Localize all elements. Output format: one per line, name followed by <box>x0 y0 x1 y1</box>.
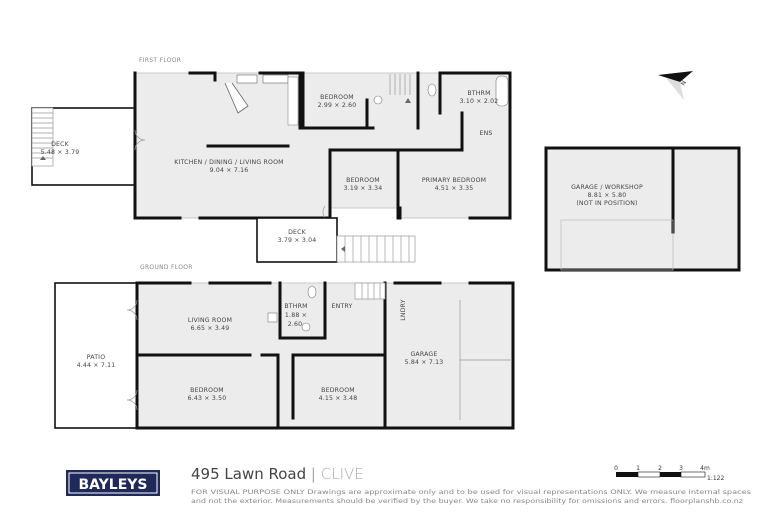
svg-text:0: 0 <box>614 465 618 472</box>
svg-text:2: 2 <box>658 465 662 472</box>
stairs-ground <box>354 282 386 300</box>
room-name: DECK <box>51 141 70 148</box>
door-double <box>126 299 138 411</box>
appliance-icon <box>267 312 278 323</box>
room-size: 2.60 <box>288 321 303 328</box>
address-title: 495 Lawn Road | CLIVE <box>191 465 364 483</box>
room-name: LIVING ROOM <box>188 317 232 324</box>
room-name: GARAGE / WORKSHOP <box>571 184 643 191</box>
svg-text:1: 1 <box>636 465 640 472</box>
stairs-arrow-icon <box>405 98 411 103</box>
stairs-left <box>31 107 54 167</box>
room-name: BTHRM <box>284 303 307 310</box>
room-size: 4.15 × 3.48 <box>319 395 358 402</box>
bath-icon <box>495 75 509 107</box>
room-name: GARAGE <box>410 351 437 358</box>
room-name: ENS <box>479 130 492 137</box>
room-name: BEDROOM <box>346 177 380 184</box>
room-size: 3.19 × 3.34 <box>344 185 383 192</box>
svg-text:N: N <box>680 80 688 87</box>
room-note: (NOT IN POSITION) <box>576 200 637 207</box>
svg-text:3: 3 <box>679 465 683 472</box>
svg-text:4m: 4m <box>700 465 710 472</box>
door-double <box>134 129 146 151</box>
room-size: 5.84 × 7.13 <box>405 359 444 366</box>
room-size: 4.51 × 3.35 <box>435 185 474 192</box>
stairs-arrow-icon <box>40 156 46 160</box>
deck-middle <box>256 217 338 263</box>
toilet-icon <box>427 83 437 97</box>
first-floor: DECK 5.48 × 3.79 KITCHEN / DINING / LIVI… <box>31 71 512 263</box>
disclaimer-line1: FOR VISUAL PURPOSE ONLY Drawings are app… <box>191 489 751 496</box>
room-name: BEDROOM <box>321 387 355 394</box>
patio <box>54 282 138 429</box>
garage-door <box>459 300 512 420</box>
basin-icon <box>301 322 311 332</box>
room-size: 2.99 × 2.60 <box>318 102 357 109</box>
room-name: DECK <box>288 229 307 236</box>
svg-text:1:122: 1:122 <box>707 475 724 482</box>
garage-workshop: GARAGE / WORKSHOP 8.81 × 5.80 (NOT IN PO… <box>544 146 741 272</box>
kitchen-bench <box>287 76 299 126</box>
ground-floor-label: GROUND FLOOR <box>140 264 193 271</box>
room-size: 9.04 × 7.16 <box>210 167 249 174</box>
stairs-middle <box>336 235 416 263</box>
room-size: 3.79 × 3.04 <box>278 237 317 244</box>
svg-text:BAYLEYS: BAYLEYS <box>78 477 147 493</box>
stairs-internal <box>389 74 411 103</box>
stairs-arrow-icon <box>341 246 345 252</box>
room-name: LNDRY <box>400 299 407 321</box>
bayleys-logo: BAYLEYS <box>66 470 160 496</box>
room-size: 3.10 × 2.02 <box>460 98 499 105</box>
room-name: BTHRM <box>467 90 490 97</box>
cooktop-icon <box>262 74 289 84</box>
kitchen-island <box>224 82 249 114</box>
first-floor-label: FIRST FLOOR <box>139 57 181 64</box>
toilet-icon <box>307 285 317 299</box>
room-name: ENTRY <box>332 303 353 310</box>
room-name: BEDROOM <box>190 387 224 394</box>
room-size: 6.43 × 3.50 <box>188 395 227 402</box>
room-size: 8.81 × 5.80 <box>588 192 627 199</box>
ground-floor: PATIO 4.44 × 7.11 LIVING ROOM 6.65 × 3.4… <box>54 281 515 430</box>
north-arrow-icon: N <box>658 71 693 100</box>
sink-icon <box>236 74 258 84</box>
scale-bar: 0 1 2 3 4m 1:122 <box>614 465 724 482</box>
disclaimer-line2: and not the exterior. Measurements shoul… <box>191 498 743 505</box>
room-size: 6.65 × 3.49 <box>191 325 230 332</box>
room-name: KITCHEN / DINING / LIVING ROOM <box>174 159 283 166</box>
room-name: BEDROOM <box>320 94 354 101</box>
room-size: 1.88 × <box>285 312 307 319</box>
room-size: 5.48 × 3.79 <box>41 149 80 156</box>
basin-icon <box>373 95 383 105</box>
room-name: PRIMARY BEDROOM <box>422 177 486 184</box>
room-name: PATIO <box>87 354 106 361</box>
room-size: 4.44 × 7.11 <box>77 362 116 369</box>
